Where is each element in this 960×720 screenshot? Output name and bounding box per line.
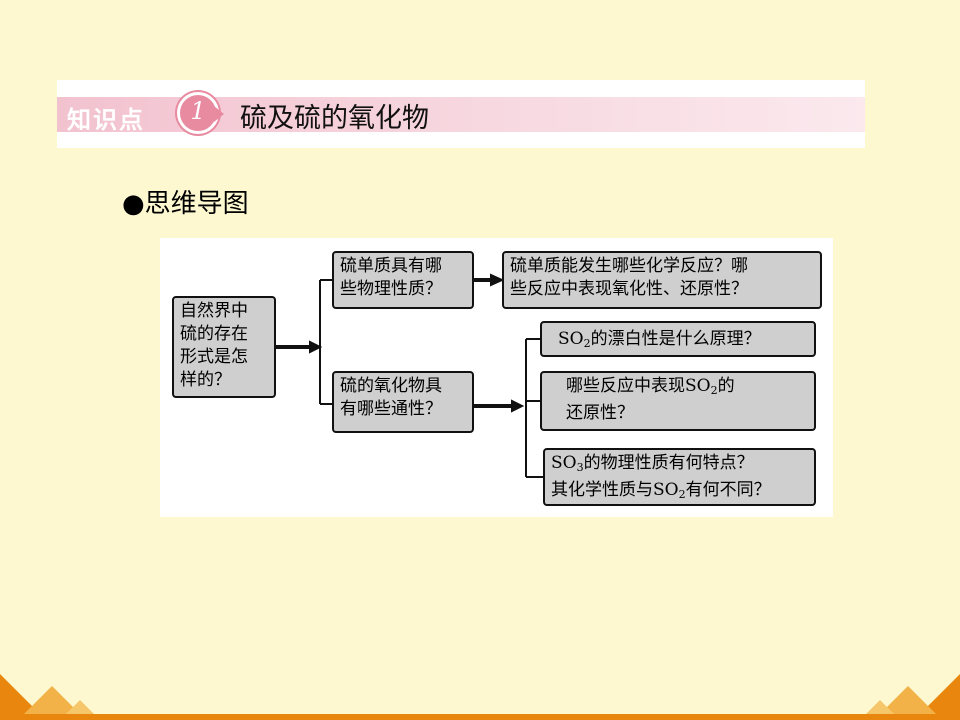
node-line: 些物理性质？ — [340, 279, 442, 299]
topic-title: 硫及硫的氧化物 — [240, 103, 429, 134]
node-so3-properties: SO3的物理性质有何特点？ 其化学性质与SO2有何不同？ — [543, 448, 816, 506]
node-text: 的 — [717, 376, 735, 396]
node-root-line: 硫的存在 — [180, 324, 248, 344]
topic-number-badge: 1 — [177, 92, 219, 134]
node-text: 有何不同？ — [685, 480, 771, 500]
node-line: 其化学性质与SO2有何不同？ — [551, 479, 808, 506]
node-text: 哪些反应中表现SO — [566, 376, 711, 396]
node-line: 硫单质具有哪 — [340, 256, 442, 276]
node-line: 硫单质能发生哪些化学反应？哪 — [510, 256, 748, 276]
node-root-line: 样的？ — [180, 370, 231, 390]
topic-banner: 知识点 1 硫及硫的氧化物 — [57, 80, 865, 148]
topic-tag: 知识点 — [67, 106, 145, 134]
node-text: 其化学性质与SO — [551, 480, 679, 500]
formula-subscript: 2 — [678, 488, 686, 501]
node-so2-bleaching: SO2的漂白性是什么原理？ — [540, 321, 816, 357]
node-root-line: 形式是怎 — [180, 347, 248, 367]
formula-text: SO — [558, 329, 584, 349]
node-line: SO3的物理性质有何特点？ — [551, 452, 808, 479]
node-line: 有哪些通性？ — [340, 399, 442, 419]
formula-subscript: 3 — [576, 461, 584, 474]
topic-number: 1 — [190, 97, 206, 125]
node-physical-properties: 硫单质具有哪 些物理性质？ — [332, 251, 474, 309]
node-line: 些反应中表现氧化性、还原性？ — [510, 279, 748, 299]
node-line: 还原性？ — [566, 403, 634, 423]
node-line: 硫的氧化物具 — [340, 376, 442, 396]
corner-decoration-left — [0, 674, 100, 720]
node-root: 自然界中 硫的存在 形式是怎 样的？ — [172, 296, 276, 398]
node-line: 哪些反应中表现SO2的 — [566, 375, 808, 402]
node-text: 的漂白性是什么原理？ — [590, 329, 761, 349]
bottom-accent-line — [0, 714, 960, 720]
chevron-right-icon — [214, 106, 224, 122]
node-text: 的物理性质有何特点？ — [583, 453, 754, 473]
formula-subscript: 2 — [583, 337, 591, 350]
node-oxides-properties: 硫的氧化物具 有哪些通性？ — [332, 371, 474, 433]
mind-map-connectors — [276, 273, 543, 478]
mind-map: 自然界中 硫的存在 形式是怎 样的？ 硫单质具有哪 些物理性质？ 硫单质能发生哪… — [160, 238, 833, 517]
formula-subscript: 2 — [710, 384, 718, 397]
node-chemical-reactions: 硫单质能发生哪些化学反应？哪 些反应中表现氧化性、还原性？ — [502, 251, 822, 309]
node-root-line: 自然界中 — [180, 301, 248, 321]
formula-text: SO — [551, 453, 577, 473]
section-title: ●思维导图 — [122, 189, 249, 219]
corner-decoration-right — [860, 674, 960, 720]
node-so2-reducing: 哪些反应中表现SO2的 还原性？ — [540, 371, 816, 431]
